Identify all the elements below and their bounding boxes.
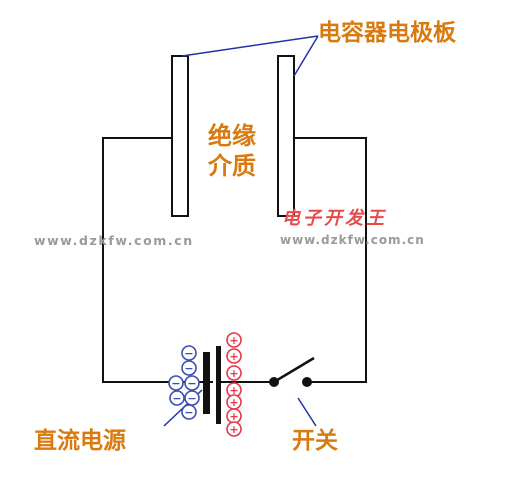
power-source-label: 直流电源 xyxy=(34,427,126,454)
positive-charge-circle xyxy=(226,348,242,364)
positive-charge-sign: + xyxy=(229,384,238,397)
negative-charge-sign: − xyxy=(184,362,193,375)
leader-right-plate xyxy=(293,35,319,77)
negative-charge-2: − xyxy=(181,360,197,376)
negative-charge-circle xyxy=(184,375,200,391)
positive-charge-1: + xyxy=(226,332,242,348)
watermark-brand: 电子开发王 xyxy=(282,208,387,229)
plates-label: 电容器电极板 xyxy=(318,19,457,46)
negative-charge-1: − xyxy=(181,345,197,361)
negative-charge-circle xyxy=(181,345,197,361)
switch xyxy=(269,356,315,387)
negative-charge-sign: − xyxy=(187,392,196,405)
negative-charges: −−−−−−− xyxy=(168,345,200,420)
negative-charge-sign: − xyxy=(172,392,181,405)
leader-switch xyxy=(297,397,317,427)
watermark-left-url: www.dzkfw.com.cn xyxy=(34,233,194,248)
negative-charge-6: − xyxy=(184,390,200,406)
left-plate xyxy=(171,55,189,217)
switch-right-contact xyxy=(302,377,312,387)
circuit-wires xyxy=(102,137,367,383)
positive-charge-circle xyxy=(226,421,242,437)
positive-charges: +++++++ xyxy=(226,332,242,437)
switch-label: 开关 xyxy=(292,427,338,454)
positive-charge-sign: + xyxy=(229,396,238,409)
wire-right xyxy=(294,137,367,383)
leader-left-plate xyxy=(181,35,319,57)
negative-charge-circle xyxy=(181,404,197,420)
positive-charge-sign: + xyxy=(229,367,238,380)
positive-charge-circle xyxy=(226,332,242,348)
watermark-right-url: www.dzkfw.com.cn xyxy=(280,233,425,247)
negative-charge-circle xyxy=(181,360,197,376)
positive-charge-sign: + xyxy=(229,423,238,436)
positive-charge-sign: + xyxy=(229,410,238,423)
positive-charge-3: + xyxy=(226,365,242,381)
negative-charge-3: − xyxy=(168,375,184,391)
negative-charge-circle xyxy=(169,390,185,406)
negative-charge-circle xyxy=(168,375,184,391)
wire-left xyxy=(102,137,213,383)
negative-charge-sign: − xyxy=(184,406,193,419)
right-plate xyxy=(277,55,295,217)
negative-charge-sign: − xyxy=(171,377,180,390)
positive-charge-7: + xyxy=(226,421,242,437)
positive-charge-circle xyxy=(226,365,242,381)
negative-charge-sign: − xyxy=(184,347,193,360)
battery-short-plate xyxy=(216,346,221,424)
negative-charge-5: − xyxy=(169,390,185,406)
negative-charge-4: − xyxy=(184,375,200,391)
positive-charge-sign: + xyxy=(229,350,238,363)
negative-charge-7: − xyxy=(181,404,197,420)
positive-charge-sign: + xyxy=(229,334,238,347)
negative-charge-sign: − xyxy=(187,377,196,390)
dielectric-label-line2: 介质 xyxy=(207,152,256,180)
plate-leader-lines xyxy=(181,35,319,77)
switch-lever xyxy=(273,356,315,384)
dielectric-label-line1: 绝缘 xyxy=(208,122,256,150)
battery-long-plate xyxy=(203,352,210,414)
positive-charge-5: + xyxy=(226,394,242,410)
positive-charge-6: + xyxy=(226,408,242,424)
positive-charge-2: + xyxy=(226,348,242,364)
